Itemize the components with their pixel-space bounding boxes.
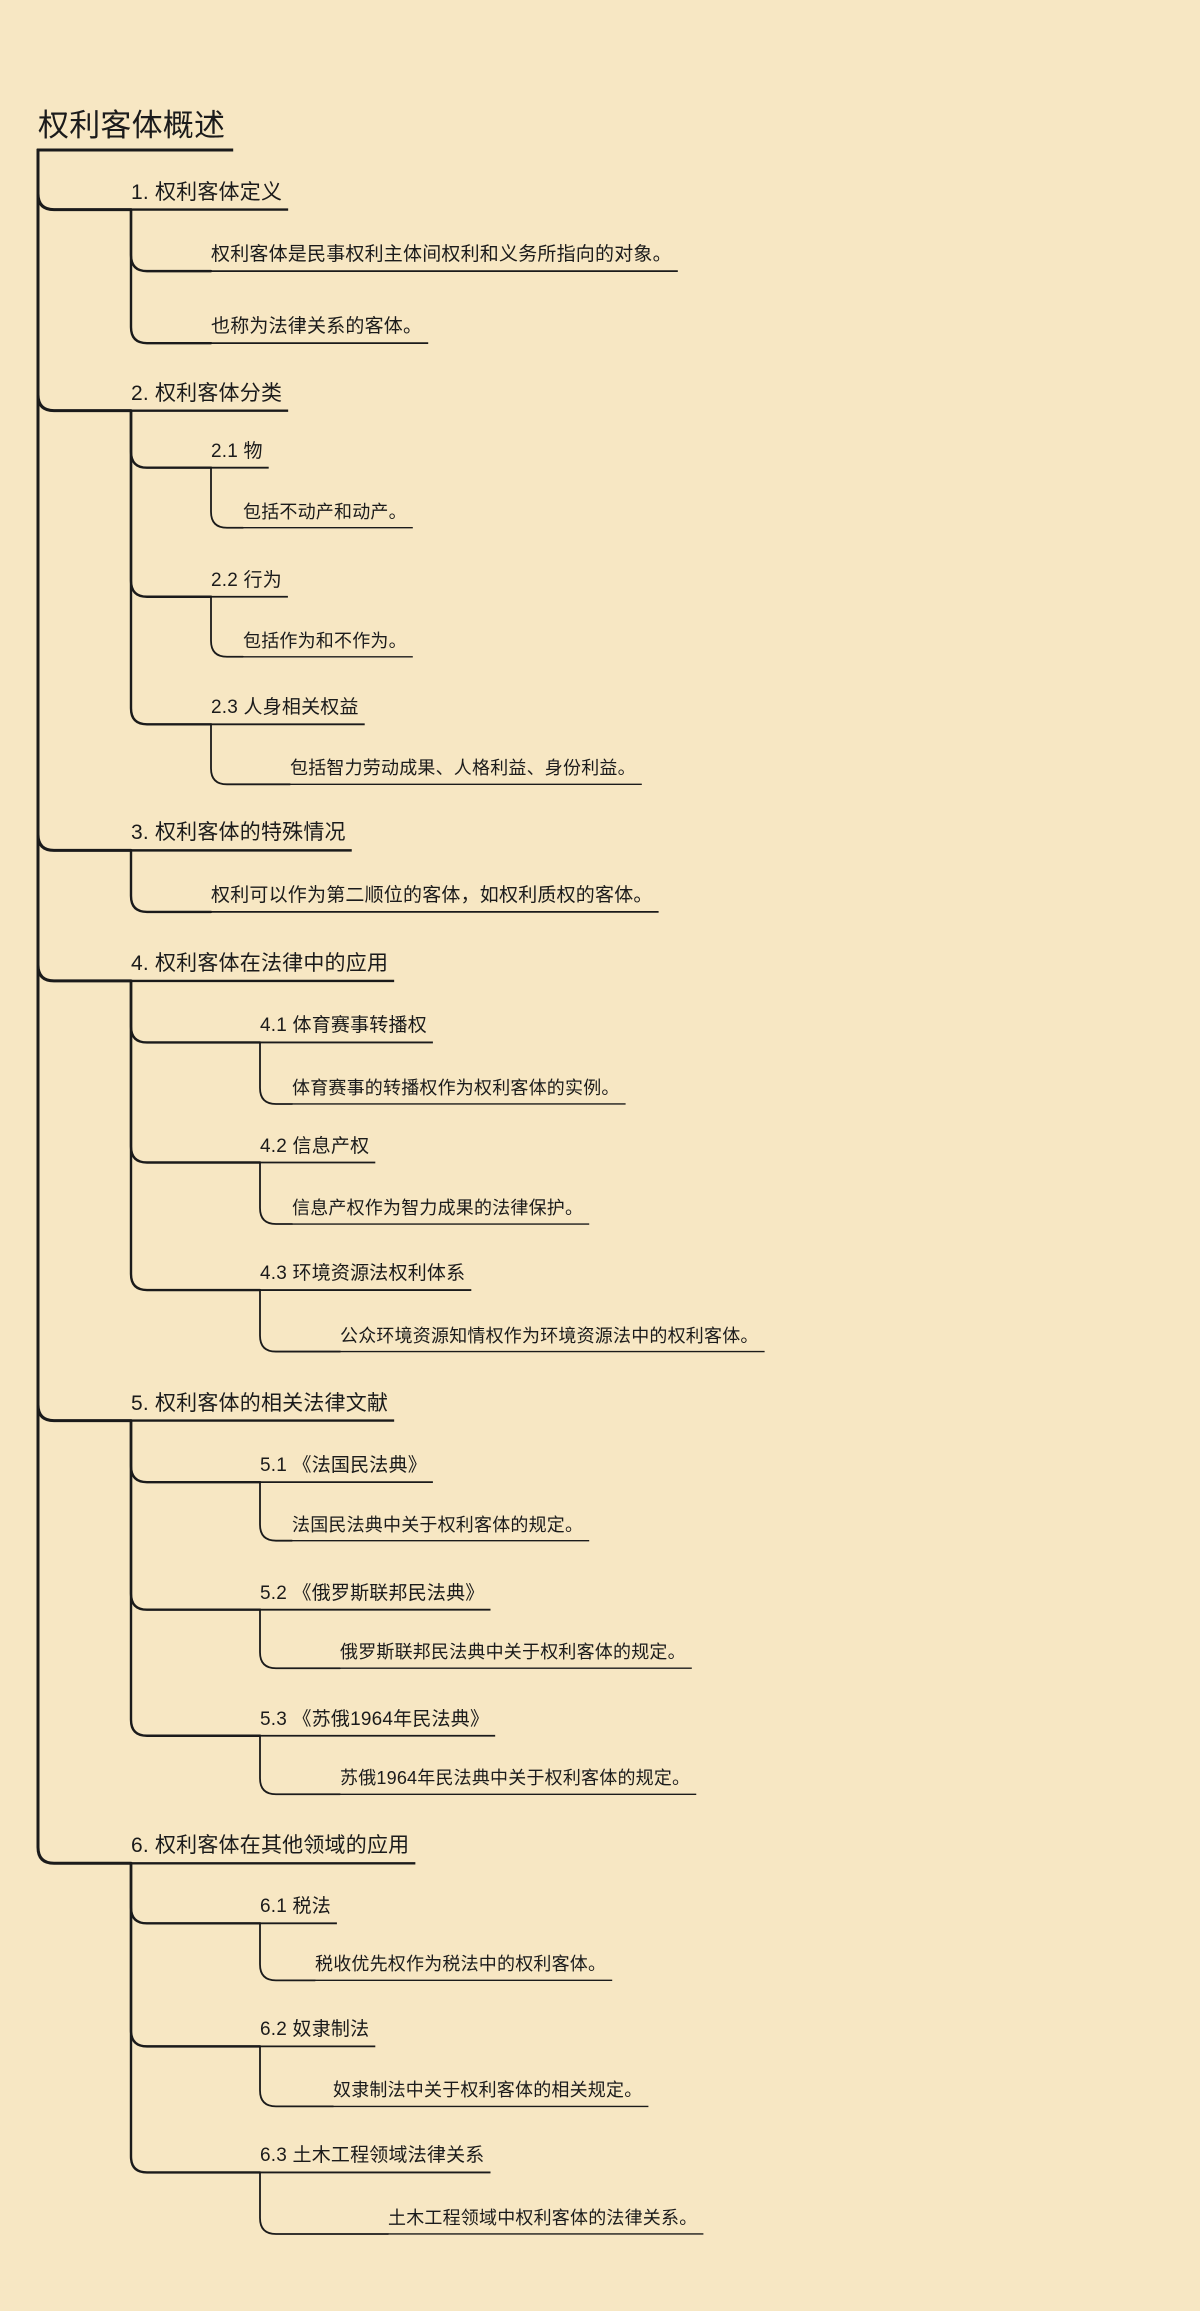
mindmap-node-label[interactable]: 4.1 体育赛事转播权 [260,1015,427,1037]
mindmap-node-label[interactable]: 信息产权作为智力成果的法律保护。 [292,1198,584,1219]
mindmap-node-label[interactable]: 包括作为和不作为。 [243,630,407,651]
mindmap-connector [259,1161,293,1225]
mindmap-connector [210,466,244,529]
mindmap-node-label[interactable]: 2.1 物 [211,440,263,462]
mindmap-connector [129,849,213,914]
mindmap-connector [259,1922,316,1982]
mindmap-connector [129,979,262,1164]
mindmap-connector [129,208,213,273]
mindmap-connector [129,409,213,469]
mindmap-node-label[interactable]: 5.3 《苏俄1964年民法典》 [260,1708,490,1730]
mindmap-node-label[interactable]: 奴隶制法中关于权利客体的相关规定。 [333,2080,643,2101]
mindmap-node-label[interactable]: 苏俄1964年民法典中关于权利客体的规定。 [340,1768,691,1789]
mindmap-connector [259,1734,341,1796]
mindmap-connector [36,148,133,983]
mindmap-connector [259,2171,389,2235]
mindmap-connector [129,1862,262,1925]
mindmap-connector [129,979,262,1044]
mindmap-node-label[interactable]: 6.1 税法 [260,1896,331,1918]
mindmap-connector [129,208,213,345]
mindmap-node-label[interactable]: 也称为法律关系的客体。 [211,316,423,338]
mindmap-connector [129,1419,262,1737]
mindmap-node-label[interactable]: 5.1 《法国民法典》 [260,1455,427,1477]
mindmap-node-label[interactable]: 6.3 土木工程领域法律关系 [260,2145,485,2167]
mindmap-node-label[interactable]: 4.3 环境资源法权利体系 [260,1263,466,1285]
mindmap-connector [36,148,133,413]
mindmap-node-label[interactable]: 土木工程领域中权利客体的法律关系。 [388,2207,698,2228]
mindmap-connector [129,409,213,598]
mindmap-connector [259,1608,341,1670]
mindmap-node-label[interactable]: 权利客体是民事权利主体间权利和义务所指向的对象。 [211,244,672,266]
mindmap-node-label[interactable]: 3. 权利客体的特殊情况 [131,821,346,845]
mindmap-node-label[interactable]: 1. 权利客体定义 [131,180,283,204]
mindmap-node-label[interactable]: 税收优先权作为税法中的权利客体。 [315,1954,607,1975]
mindmap-node-label[interactable]: 4.2 信息产权 [260,1135,370,1157]
mindmap-root-label[interactable]: 权利客体概述 [38,108,226,144]
mindmap-node-label[interactable]: 权利可以作为第二顺位的客体，如权利质权的客体。 [211,884,653,906]
mindmap-connector [129,1862,262,2048]
mindmap-node-label[interactable]: 2. 权利客体分类 [131,381,283,405]
mindmap-connector [129,1419,262,1611]
mindmap-node-label[interactable]: 5.2 《俄罗斯联邦民法典》 [260,1582,485,1604]
mindmap-node-label[interactable]: 法国民法典中关于权利客体的规定。 [292,1514,584,1535]
mindmap-node-label[interactable]: 体育赛事的转播权作为权利客体的实例。 [292,1077,620,1098]
mindmap-node-label[interactable]: 包括智力劳动成果、人格利益、身份利益。 [290,758,636,779]
mindmap-connector [259,2045,334,2108]
mindmap-connector [129,409,213,726]
mindmap-connector [259,1289,341,1353]
mindmap-node-label[interactable]: 2.3 人身相关权益 [211,697,359,719]
mindmap-node-label[interactable]: 6. 权利客体在其他领域的应用 [131,1834,410,1858]
mindmap-node-label[interactable]: 6.2 奴隶制法 [260,2019,370,2041]
mindmap-connector [36,148,133,852]
mindmap-node-label[interactable]: 4. 权利客体在法律中的应用 [131,951,389,975]
mindmap-connector [129,1862,262,2174]
mindmap-node-label[interactable]: 包括不动产和动产。 [243,501,407,522]
mindmap-connector [36,148,133,212]
mindmap-connector [36,148,133,1423]
mindmap-connector [36,148,133,1865]
mindmap-node-label[interactable]: 公众环境资源知情权作为环境资源法中的权利客体。 [340,1325,759,1346]
mindmap-connector [259,1041,293,1105]
mindmap-node-label[interactable]: 5. 权利客体的相关法律文献 [131,1391,389,1415]
mindmap-node-label[interactable]: 俄罗斯联邦民法典中关于权利客体的规定。 [340,1642,686,1663]
mindmap-connector [259,1481,293,1542]
mindmap-connector [210,595,244,658]
mindmap-connector [129,1419,262,1484]
mindmap-connector [210,723,291,786]
mindmap-node-label[interactable]: 2.2 行为 [211,569,282,591]
mindmap-connector [129,979,262,1292]
